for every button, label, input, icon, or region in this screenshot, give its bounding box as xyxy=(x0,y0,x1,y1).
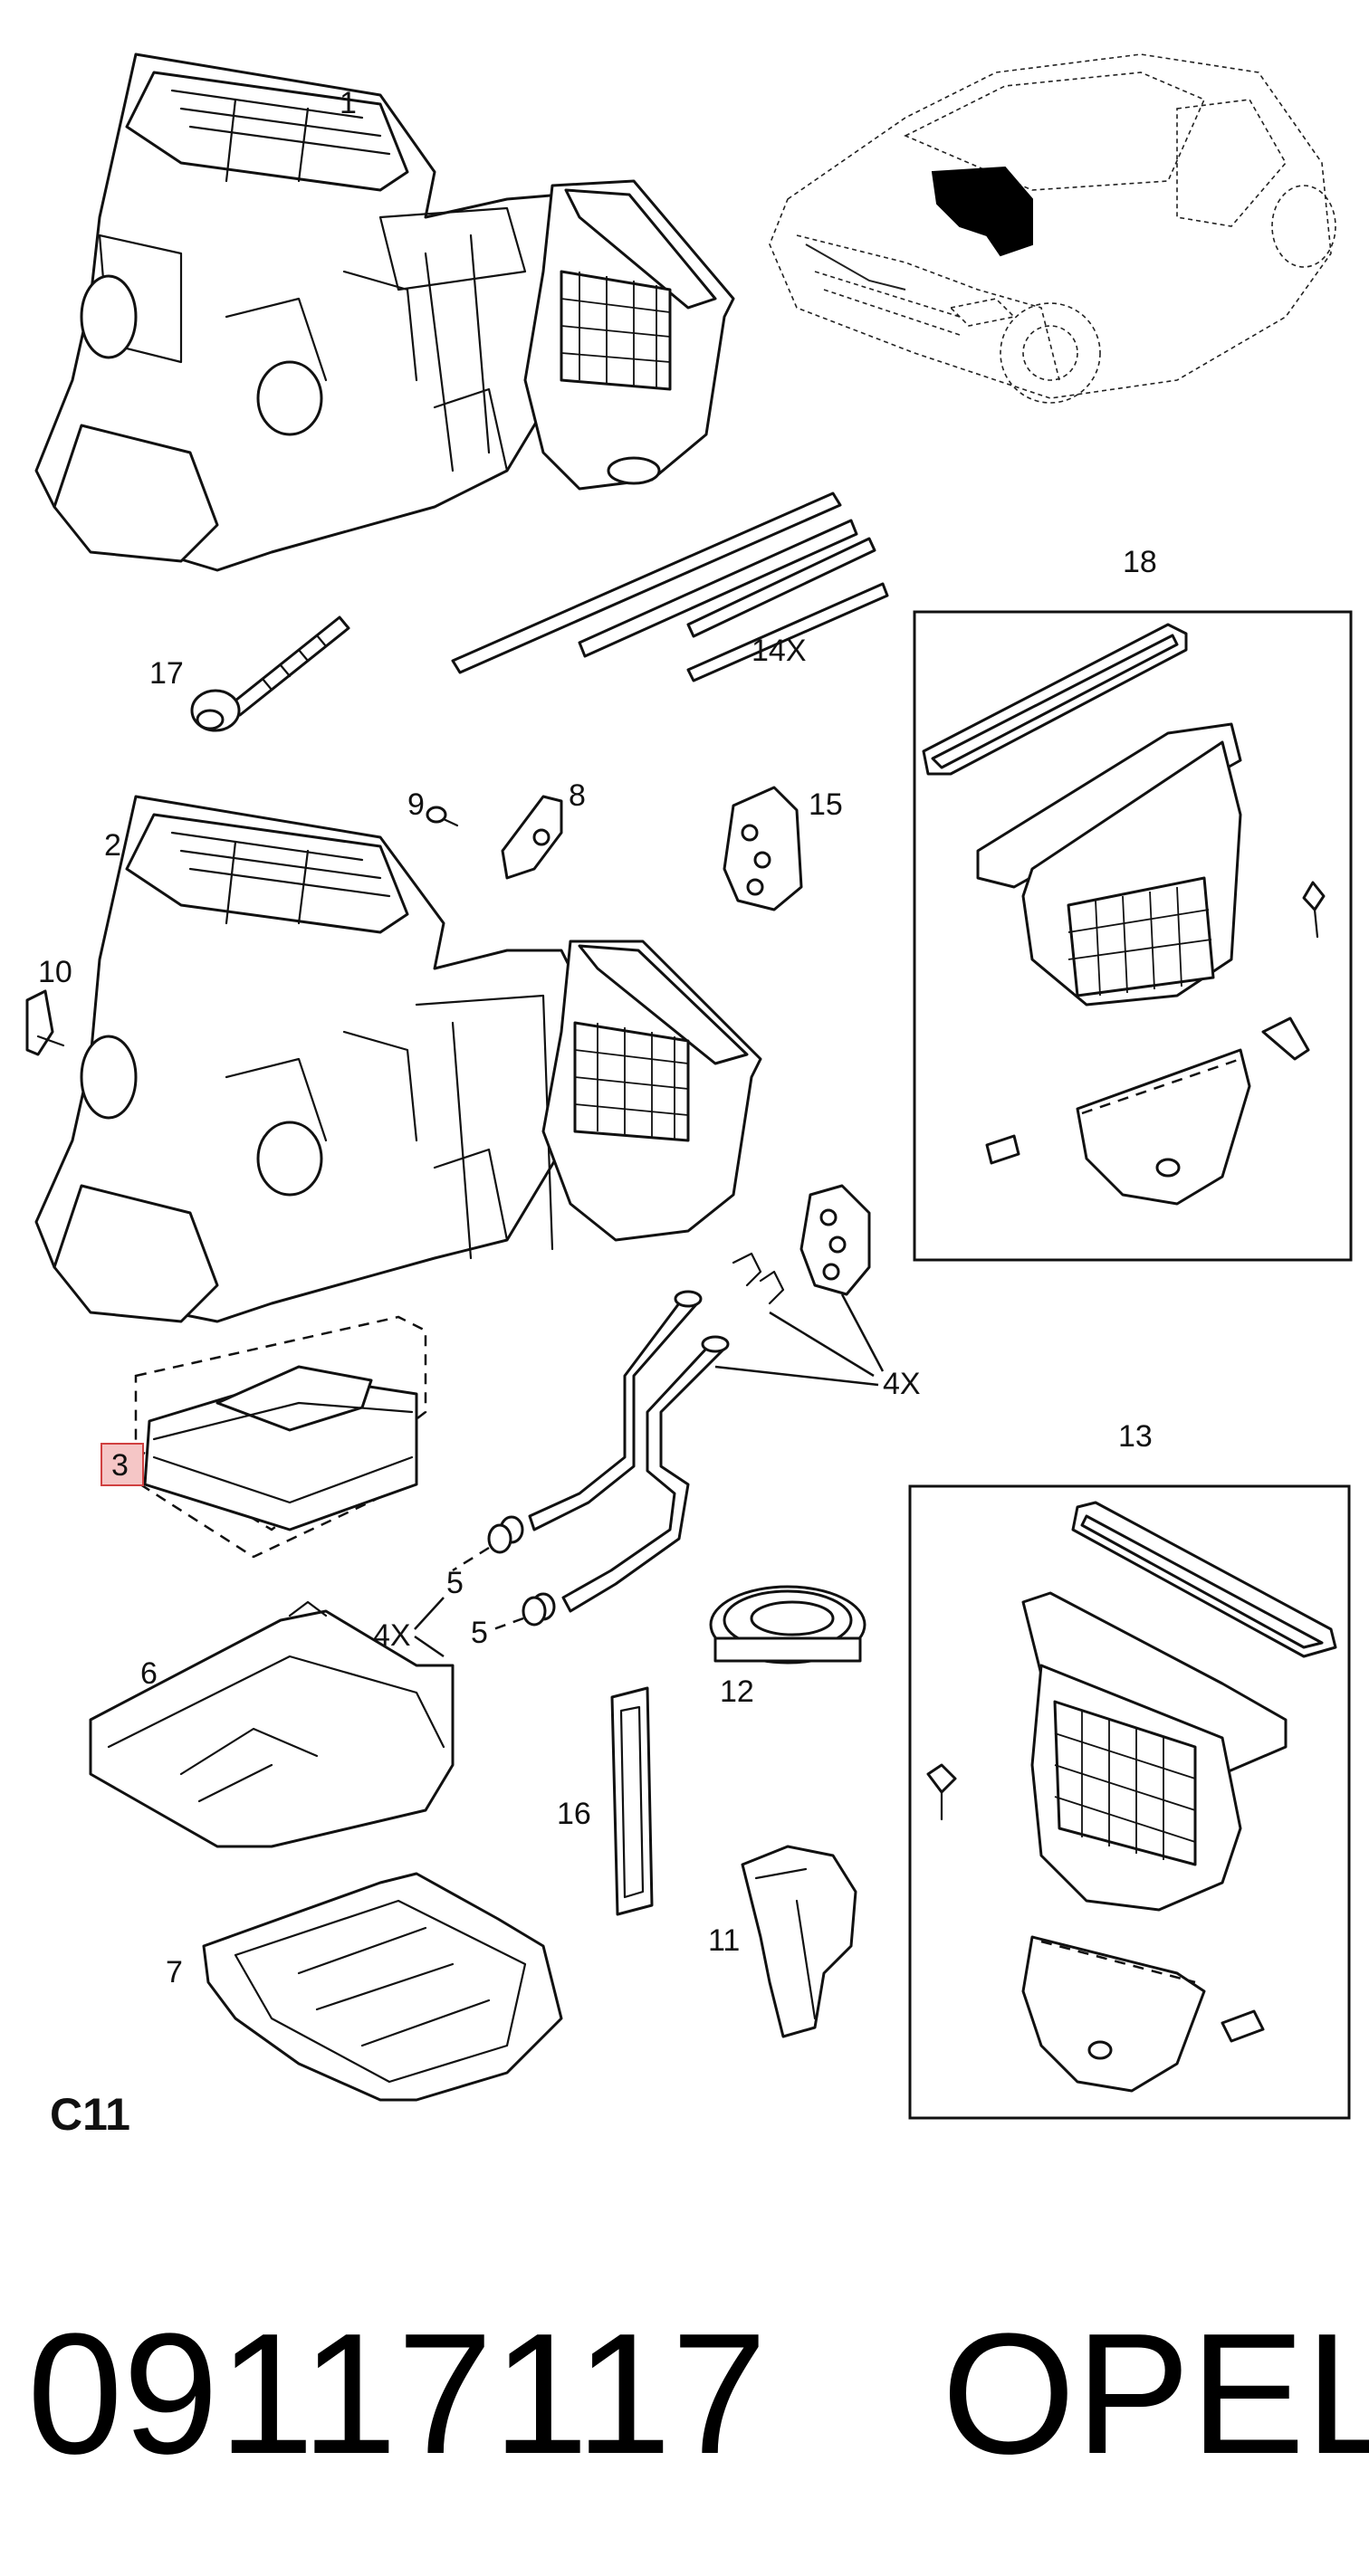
lower-cover-7 xyxy=(202,1872,563,2102)
heater-core-3 xyxy=(134,1315,427,1559)
callout-15: 15 xyxy=(809,787,843,822)
grommet-15 xyxy=(723,786,803,911)
callout-5-upper: 5 xyxy=(446,1566,464,1600)
seal-strips-14x xyxy=(451,491,889,682)
callout-13: 13 xyxy=(1118,1419,1153,1454)
blower-housing-2 xyxy=(541,940,762,1242)
heater-pipes xyxy=(499,1290,730,1621)
bracket-8 xyxy=(501,795,563,880)
callout-12: 12 xyxy=(720,1674,754,1709)
callout-1: 1 xyxy=(340,86,357,120)
brand-name: OPEL xyxy=(942,2298,1369,2490)
callout-17: 17 xyxy=(149,656,184,691)
air-duct-11 xyxy=(741,1845,857,2038)
callout-9: 9 xyxy=(407,787,425,822)
callout-16: 16 xyxy=(557,1797,591,1831)
part-number: 09117117 xyxy=(27,2298,767,2490)
lower-cover-6 xyxy=(89,1600,455,1848)
callout-4x-lower: 4X xyxy=(373,1618,411,1653)
callout-2: 2 xyxy=(104,828,121,863)
car-location-icon xyxy=(769,53,1336,404)
callout-11: 11 xyxy=(708,1923,740,1958)
leader-lines xyxy=(414,1293,885,1658)
blower-intake-detail-13 xyxy=(926,1501,1337,2093)
callout-10: 10 xyxy=(38,955,72,989)
seal-roll-12 xyxy=(709,1585,866,1665)
detail-box-18 xyxy=(913,610,1353,1262)
heater-housing-assembly-2 xyxy=(34,795,581,1323)
clip-10 xyxy=(25,989,65,1056)
heater-housing-assembly-1 xyxy=(34,52,581,572)
bolt-17 xyxy=(190,615,350,732)
callout-18: 18 xyxy=(1123,545,1157,579)
callout-8: 8 xyxy=(569,778,586,813)
callout-3: 3 xyxy=(111,1448,129,1483)
blower-housing-1 xyxy=(523,179,735,491)
callout-14x: 14X xyxy=(752,634,807,668)
blower-intake-detail-18 xyxy=(922,623,1326,1206)
detail-box-13 xyxy=(908,1484,1351,2120)
callout-3-highlight xyxy=(101,1443,144,1486)
grommet-lower xyxy=(799,1184,871,1296)
callout-5-lower: 5 xyxy=(471,1616,488,1650)
callout-6: 6 xyxy=(140,1656,158,1691)
o-rings-5 xyxy=(452,1523,547,1631)
callout-7: 7 xyxy=(166,1955,183,1989)
screw-9 xyxy=(426,806,459,827)
hose-clips xyxy=(732,1252,785,1305)
seal-strip-16 xyxy=(610,1686,654,1916)
callout-labels: 1 17 14X 18 9 8 15 2 10 4X 3 5 5 4X 12 1… xyxy=(38,86,1157,1989)
section-code: C11 xyxy=(50,2089,130,2140)
callout-4x-upper: 4X xyxy=(883,1367,921,1401)
